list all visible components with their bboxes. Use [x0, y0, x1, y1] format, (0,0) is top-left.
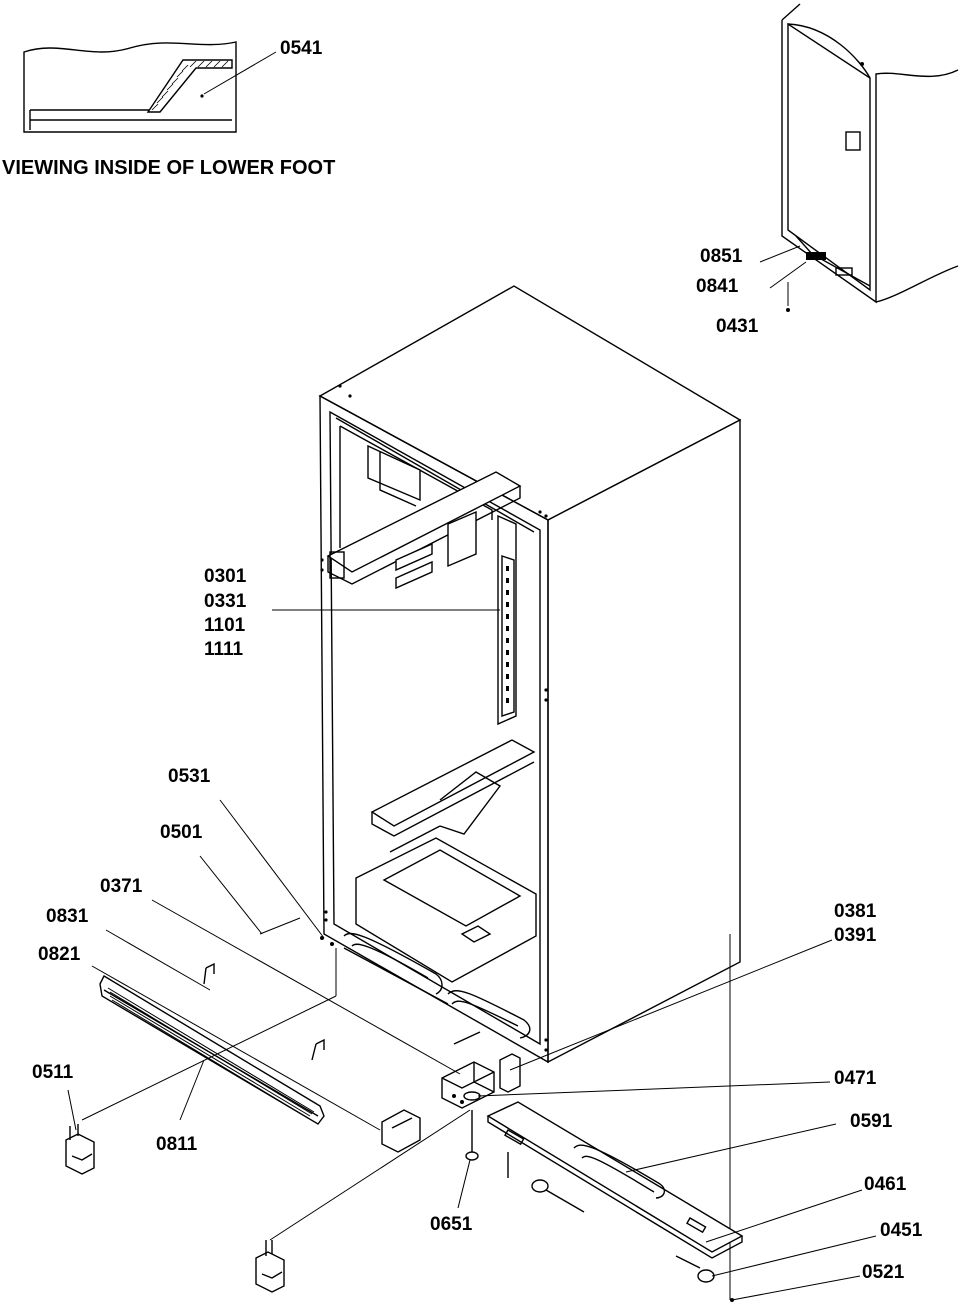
- callout-0461: 0461: [864, 1174, 907, 1195]
- rear-cabinet-view: [759, 3, 959, 312]
- callout-0831: 0831: [46, 906, 89, 927]
- leveling-leg-right: [255, 1240, 285, 1293]
- callout-0521: 0521: [862, 1262, 905, 1283]
- leader-lines: [67, 609, 877, 1301]
- lower-foot-inset: [23, 41, 277, 133]
- callout-0541: 0541: [280, 38, 323, 59]
- callout-0451: 0451: [880, 1220, 923, 1241]
- rear-roller-bracket: [486, 1101, 744, 1283]
- callout-0591: 0591: [850, 1111, 893, 1132]
- callout-1101: 1101: [204, 615, 246, 636]
- callout-0811: 0811: [156, 1134, 198, 1155]
- callout-0651: 0651: [430, 1214, 473, 1235]
- callout-0531: 0531: [168, 766, 211, 787]
- callout-0391: 0391: [834, 925, 877, 946]
- hinge-bracket: [381, 1109, 421, 1153]
- callout-0301: 0301: [204, 566, 247, 587]
- bottom-hinge: [441, 1031, 521, 1161]
- callout-0471: 0471: [834, 1068, 877, 1089]
- callout-0821: 0821: [38, 944, 81, 965]
- callout-0851: 0851: [700, 246, 743, 267]
- callout-1111: 1111: [204, 639, 244, 660]
- main-cabinet: [318, 285, 742, 1300]
- callout-0501: 0501: [160, 822, 203, 843]
- callout-0431: 0431: [716, 316, 759, 337]
- leveling-leg-left: [65, 1124, 95, 1175]
- callout-0511: 0511: [32, 1062, 74, 1083]
- inset-caption: VIEWING INSIDE OF LOWER FOOT: [2, 157, 335, 179]
- callout-0841: 0841: [696, 276, 739, 297]
- callout-0371: 0371: [100, 876, 143, 897]
- toe-grille: [99, 962, 325, 1125]
- callout-0381: 0381: [834, 901, 877, 922]
- callout-0331: 0331: [204, 591, 247, 612]
